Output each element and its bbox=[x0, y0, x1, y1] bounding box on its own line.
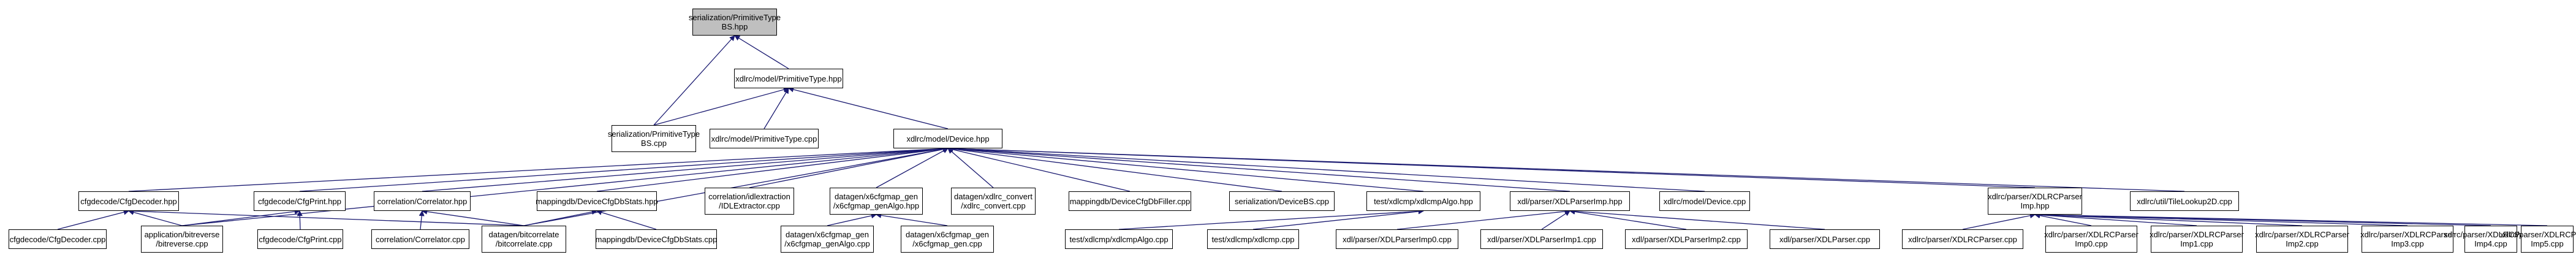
node-cfgdecoder-cpp[interactable]: cfgdecode/CfgDecoder.cpp bbox=[9, 229, 107, 249]
edge-gen_cpp-to-genalgo_hpp bbox=[876, 212, 948, 226]
node-correlator-cpp[interactable]: correlation/Correlator.cpp bbox=[371, 229, 469, 249]
edge-prim_type_cpp-to-prim_type_hpp bbox=[763, 88, 789, 129]
edge-correlator_cpp-to-correlator_hpp bbox=[419, 210, 425, 230]
edge-xdlcmpalgo_cpp-to-xdlcmpalgo_hpp bbox=[1118, 208, 1424, 230]
edge-xdlrcimp2_cpp-to-xdlrcparserimp_hpp bbox=[2034, 212, 2303, 226]
node-devicecfgdbstats-cpp[interactable]: mappingdb/DeviceCfgDbStats.cpp bbox=[596, 229, 717, 249]
node-x6cfgmap-gen-cpp[interactable]: datagen/x6cfgmap_gen /x6cfgmap_gen.cpp bbox=[901, 226, 994, 253]
node-correlator-hpp[interactable]: correlation/Correlator.hpp bbox=[374, 191, 471, 211]
edge-xdlparserimp2_cpp-to-xdlparserimp_hpp bbox=[1569, 208, 1687, 230]
edge-tilelookup_cpp-to-device_hpp bbox=[947, 145, 2185, 192]
node-xdlrcparserimp4-cpp[interactable]: xdlrc/parser/XDLRCParser Imp4.cpp bbox=[2444, 226, 2538, 253]
node-devicebs-cpp[interactable]: serialization/DeviceBS.cpp bbox=[1229, 191, 1335, 211]
node-xdlrcparserimp1-cpp[interactable]: xdlrc/parser/XDLRCParser Imp1.cpp bbox=[2150, 226, 2244, 253]
node-xdlrcparserimp-hpp[interactable]: xdlrc/parser/XDLRCParser Imp.hpp bbox=[1988, 188, 2082, 215]
edge-device_hpp-to-prim_type_hpp bbox=[788, 86, 949, 129]
node-serialization-primitivetypebs-hpp[interactable]: serialization/PrimitiveType BS.hpp bbox=[689, 9, 781, 36]
node-xdlrcparser-cpp[interactable]: xdlrc/parser/XDLRCParser.cpp bbox=[1902, 229, 2023, 249]
edge-bitcorrelate_cpp-to-correlator_hpp bbox=[422, 208, 525, 226]
node-bitreverse-cpp[interactable]: application/bitreverse /bitreverse.cpp bbox=[141, 226, 223, 253]
edge-devicebs_cpp-to-device_hpp bbox=[947, 146, 1282, 192]
node-primitivetype-hpp[interactable]: xdlrc/model/PrimitiveType.hpp bbox=[734, 69, 843, 88]
edge-xdlcmpalgo_hpp-to-device_hpp bbox=[947, 146, 1424, 192]
node-devicecfgdbfiller-cpp[interactable]: mappingdb/DeviceCfgDbFiller.cpp bbox=[1069, 191, 1191, 211]
node-cfgprint-cpp[interactable]: cfgdecode/CfgPrint.cpp bbox=[257, 229, 343, 249]
edge-ser_prim_cpp-to-prim_type_hpp bbox=[653, 86, 789, 126]
edge-genalgo_cpp-to-genalgo_hpp bbox=[827, 213, 877, 226]
edge-cfg_print_hpp-to-device_hpp bbox=[299, 146, 949, 192]
node-xdlparserimp1-cpp[interactable]: xdl/parser/XDLParserImp1.cpp bbox=[1480, 229, 1603, 249]
node-device-hpp[interactable]: xdlrc/model/Device.hpp bbox=[893, 129, 1002, 148]
node-tilelookup2d-cpp[interactable]: xdlrc/util/TileLookup2D.cpp bbox=[2130, 191, 2239, 211]
node-xdlrcparserimp3-cpp[interactable]: xdlrc/parser/XDLRCParser Imp3.cpp bbox=[2360, 226, 2455, 253]
node-primitivetype-cpp[interactable]: xdlrc/model/PrimitiveType.cpp bbox=[710, 129, 819, 148]
node-xdlcmpalgo-cpp[interactable]: test/xdlcmp/xdlcmpAlgo.cpp bbox=[1065, 229, 1173, 249]
edge-xdlparserimp1_cpp-to-xdlparserimp_hpp bbox=[1541, 210, 1570, 230]
edge-bitcorrelate_cpp-to-cfg_decoder_hpp bbox=[128, 208, 525, 226]
edge-xdlcmp_cpp-to-xdlcmpalgo_hpp bbox=[1252, 208, 1424, 230]
edge-bitreverse_cpp-to-cfg_print_hpp bbox=[181, 208, 300, 226]
edge-cfg_decoder_hpp-to-device_hpp bbox=[128, 145, 949, 192]
edge-bitreverse_cpp-to-device_hpp bbox=[181, 146, 949, 226]
edge-correlator_hpp-to-device_hpp bbox=[422, 146, 949, 192]
edge-xdlrcimp0_cpp-to-xdlrcparserimp_hpp bbox=[2034, 213, 2092, 226]
node-x6cfgmap-genalgo-hpp[interactable]: datagen/x6cfgmap_gen /x6cfgmap_genAlgo.h… bbox=[830, 188, 923, 215]
edge-idlextractor_cpp-to-device_hpp bbox=[749, 147, 949, 188]
node-x6cfgmap-genalgo-cpp[interactable]: datagen/x6cfgmap_gen /x6cfgmap_genAlgo.c… bbox=[781, 226, 874, 253]
edge-devcfgdbstats_cpp-to-devcfgdbstats_hpp bbox=[596, 210, 657, 230]
node-bitcorrelate-cpp[interactable]: datagen/bitcorrelate /bitcorrelate.cpp bbox=[482, 226, 566, 253]
edge-prim_type_hpp-to-ser_prim bbox=[734, 35, 789, 69]
node-xdlparserimp0-cpp[interactable]: xdl/parser/XDLParserImp0.cpp bbox=[1336, 229, 1458, 249]
edge-cfg_decoder_cpp-to-cfg_decoder_hpp bbox=[57, 209, 129, 230]
node-cfgprint-hpp[interactable]: cfgdecode/CfgPrint.hpp bbox=[254, 191, 346, 211]
node-device-cpp[interactable]: xdlrc/model/Device.cpp bbox=[1659, 191, 1750, 211]
node-xdlcmpalgo-hpp[interactable]: test/xdlcmp/xdlcmpAlgo.hpp bbox=[1366, 191, 1480, 211]
edge-device_cpp-to-device_hpp bbox=[947, 145, 1705, 192]
edge-xdlrcparser_cpp-to-xdlrcparserimp_hpp bbox=[1962, 213, 2036, 230]
node-xdlrcparserimp0-cpp[interactable]: xdlrc/parser/XDLRCParser Imp0.cpp bbox=[2044, 226, 2138, 253]
node-serialization-primitivetypebs-cpp[interactable]: serialization/PrimitiveType BS.cpp bbox=[608, 125, 700, 152]
node-xdlparser-cpp[interactable]: xdl/parser/XDLParser.cpp bbox=[1770, 229, 1880, 249]
edge-devcfgdbfiller_cpp-to-device_hpp bbox=[947, 147, 1131, 192]
edge-bitreverse_cpp-to-cfg_decoder_hpp bbox=[128, 209, 183, 226]
edge-xdlrc_convert_cpp-to-device_hpp bbox=[947, 148, 994, 188]
edge-genalgo_hpp-to-device_hpp bbox=[876, 148, 949, 188]
edge-xdlrcimp5_cpp-to-xdlrcparserimp_hpp bbox=[2034, 212, 2548, 226]
node-xdlrcparserimp2-cpp[interactable]: xdlrc/parser/XDLRCParser Imp2.cpp bbox=[2255, 226, 2349, 253]
edge-xdlparserimp0_cpp-to-xdlparserimp_hpp bbox=[1396, 208, 1570, 230]
node-xdlparserimp2-cpp[interactable]: xdl/parser/XDLParserImp2.cpp bbox=[1625, 229, 1748, 249]
edge-xdlparser_cpp-to-xdlparserimp_hpp bbox=[1569, 208, 1825, 230]
edge-devcfgdbstats_hpp-to-device_hpp bbox=[596, 146, 949, 192]
node-xdlrcparserimp5-cpp[interactable]: xdlrc/parser/XDLRCParser Imp5.cpp bbox=[2500, 226, 2576, 253]
node-xdlcmp-cpp[interactable]: test/xdlcmp/xdlcmp.cpp bbox=[1207, 229, 1299, 249]
node-idlextractor-cpp[interactable]: correlation/idlextraction /IDLExtractor.… bbox=[705, 188, 794, 215]
edge-bitcorrelate_cpp-to-devcfgdbstats_hpp bbox=[523, 209, 597, 226]
node-xdlparserimp-hpp[interactable]: xdl/parser/XDLParserImp.hpp bbox=[1510, 191, 1630, 211]
node-cfgdecoder-hpp[interactable]: cfgdecode/CfgDecoder.hpp bbox=[78, 191, 179, 211]
node-devicecfgdbstats-hpp[interactable]: mappingdb/DeviceCfgDbStats.hpp bbox=[536, 191, 658, 211]
edge-ser_prim_cpp-to-ser_prim bbox=[653, 35, 735, 126]
edge-xdlparserimp_hpp-to-device_hpp bbox=[947, 146, 1570, 192]
edge-xdlrcimp1_cpp-to-xdlrcparserimp_hpp bbox=[2034, 212, 2197, 226]
node-xdlrc-convert-cpp[interactable]: datagen/xdlrc_convert /xdlrc_convert.cpp bbox=[951, 188, 1036, 215]
